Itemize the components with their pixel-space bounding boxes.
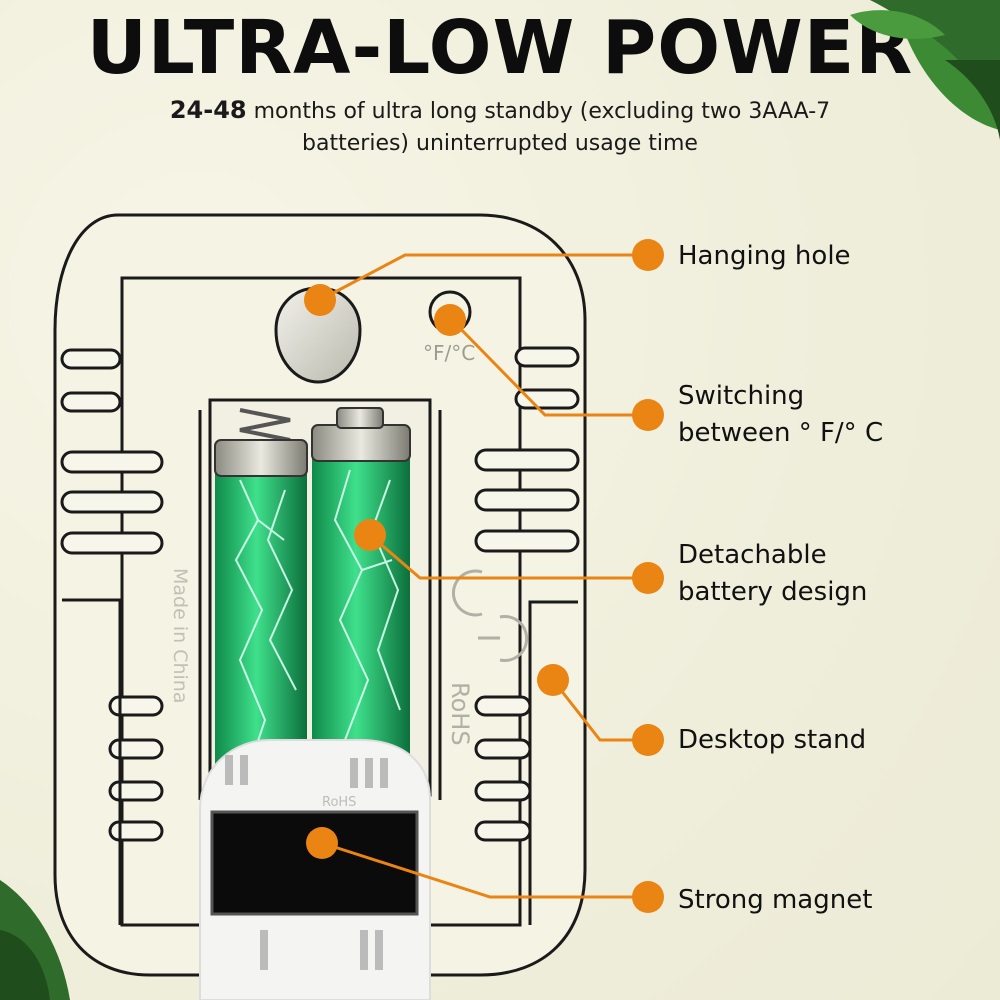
stand-slot-right	[528, 600, 578, 925]
ce-mark	[451, 569, 529, 662]
hanging-hole	[274, 286, 362, 384]
callout-dots	[304, 239, 664, 913]
page-subtitle: 24-48 months of ultra long standby (excl…	[150, 94, 850, 160]
callout-fc-switch: Switching between ° F/° C	[678, 381, 884, 448]
vents-left	[60, 348, 164, 842]
lightning-decoration	[234, 469, 401, 781]
subtitle-text: months of ultra long standby (excluding …	[246, 99, 831, 156]
callout-desktop-stand: Desktop stand	[678, 725, 867, 755]
temp-unit-label: °F/°C	[423, 341, 475, 365]
callout-battery-design: Detachable battery design	[678, 540, 868, 607]
callout-hanging-hole: Hanging hole	[678, 241, 851, 271]
made-in-label: Made in China	[169, 568, 191, 703]
rohs-mark: RoHS	[446, 682, 474, 746]
subtitle-highlight: 24-48	[169, 96, 247, 124]
magnet-inset: RoHS	[199, 739, 431, 1000]
callout-strong-magnet: Strong magnet	[678, 885, 873, 915]
page-title: ULTRA-LOW POWER	[86, 5, 914, 91]
battery-left	[214, 439, 308, 795]
battery-right	[311, 407, 411, 795]
stand-slot-left	[62, 598, 122, 925]
magnet-rohs-text: RoHS	[322, 795, 356, 810]
